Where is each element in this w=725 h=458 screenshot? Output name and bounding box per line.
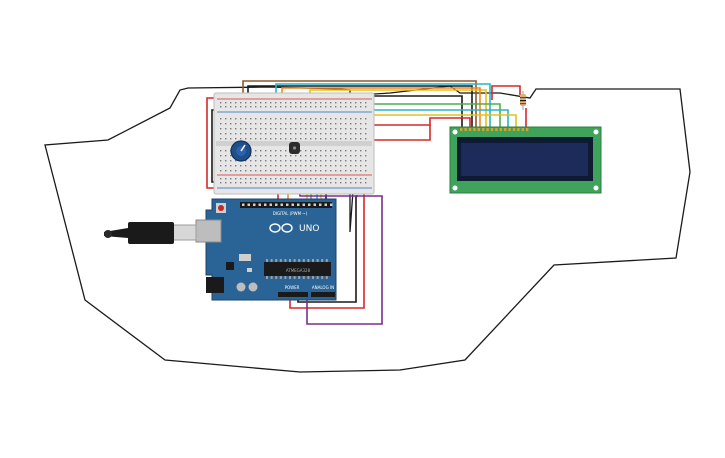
arduino-logo-icon (269, 223, 293, 233)
breadboard-holes (220, 102, 367, 184)
brand-label: UNO (299, 224, 319, 234)
power-label: POWER (285, 285, 300, 290)
lcd-screen (461, 143, 588, 176)
lcd-pin-header (460, 128, 529, 131)
power-jack (206, 277, 224, 293)
wire-red-resistor[interactable] (491, 85, 521, 100)
usb-b-cable[interactable] (104, 222, 197, 244)
digital-header-label: DIGITAL (PWM ~) (273, 211, 308, 216)
analog-label: ANALOG IN (312, 285, 334, 290)
wire-green-lcd[interactable] (322, 103, 501, 128)
enclosure-outline (44, 85, 691, 373)
power-header (278, 292, 308, 297)
wire-yellow-lcd[interactable] (334, 114, 517, 128)
arduino-uno[interactable]: DIGITAL (PWM ~) UNO ATMEGA328 POWER ANAL… (195, 198, 337, 301)
temperature-sensor[interactable] (289, 142, 300, 154)
lcd-16x2[interactable] (449, 126, 602, 194)
potentiometer[interactable] (230, 140, 252, 162)
resistor[interactable] (520, 91, 526, 110)
mcu-chip (264, 262, 331, 276)
wire-cyan-top[interactable] (275, 83, 491, 128)
wire-red-lcd[interactable] (374, 117, 471, 128)
mcu-label: ATMEGA328 (286, 268, 311, 273)
usb-jack (195, 219, 222, 243)
analog-header (311, 292, 335, 297)
wire-cyan-lcd[interactable] (328, 109, 509, 128)
